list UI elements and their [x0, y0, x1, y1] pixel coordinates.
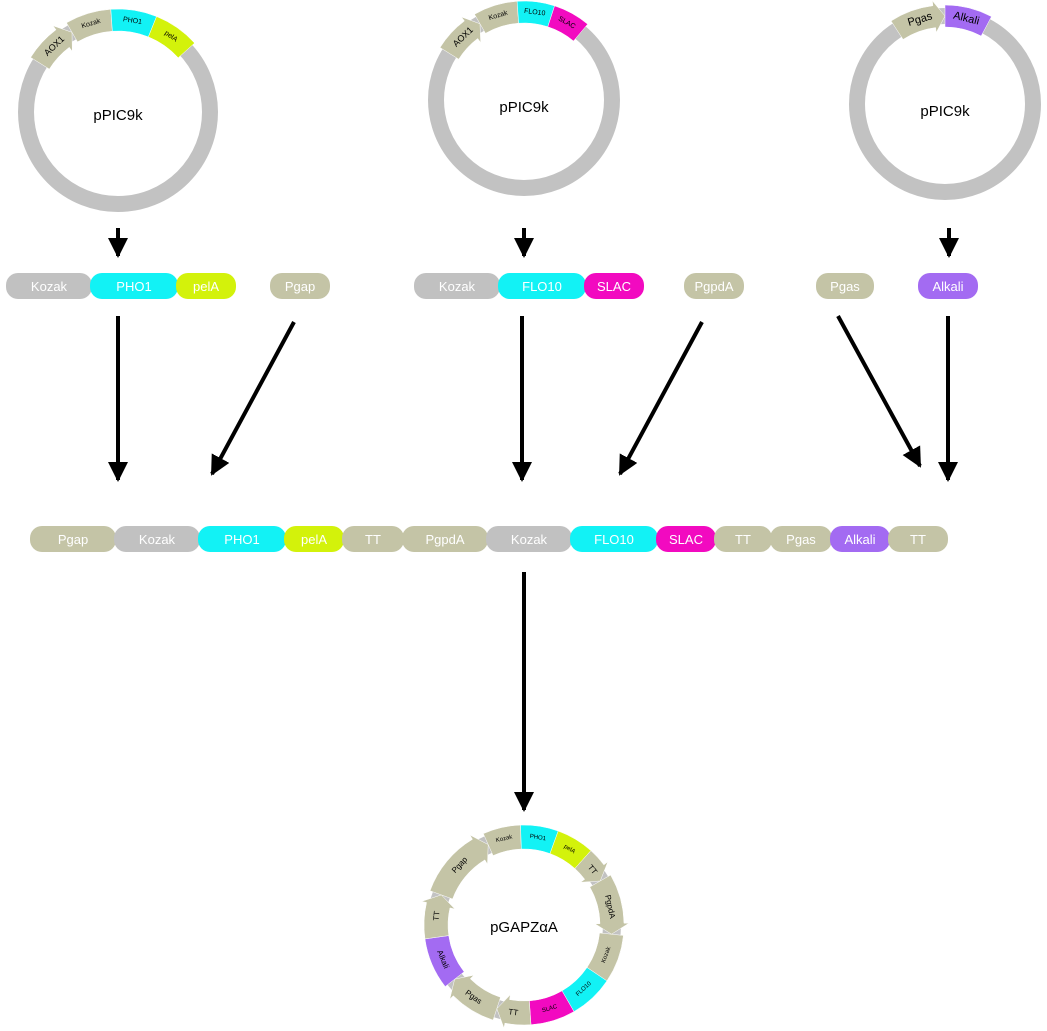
assembly-tt-block [342, 526, 404, 552]
assembly-row: Pgap Kozak PHO1 pelA TT PgpdA Kozak FLO10 SLAC TT… [30, 526, 948, 552]
fragment-6-alkali-block [918, 273, 978, 299]
final-plasmid-pela-label: pelA [563, 844, 576, 855]
fragment-4-pgpda-label: PgpdA [694, 279, 733, 294]
plasmid-1-pela-segment [148, 16, 195, 59]
assembly-kozak-block [486, 526, 572, 552]
plasmid-1-pho1-label: PHO1 [122, 16, 142, 26]
assembly-pgas-block [770, 526, 832, 552]
assembly-flo10-label: FLO10 [594, 532, 634, 547]
fragment-5-pgas-block [816, 273, 874, 299]
plasmid-3-alkali-segment [944, 4, 992, 37]
assembly-slac-label: SLAC [669, 532, 703, 547]
assembly-arrow-5 [836, 315, 922, 468]
plasmid-2-flo10-label: FLO10 [524, 8, 546, 18]
assembly-kozak-label: Kozak [139, 532, 176, 547]
assembly-arrow-2 [210, 321, 296, 476]
fragment-1-kozak-block [6, 273, 92, 299]
final-plasmid-pho1-label: PHO1 [529, 834, 547, 843]
fragment-5-pgas-label: Pgas [830, 279, 860, 294]
fragment-3-kozak-label: Kozak [439, 279, 476, 294]
plasmid-2-name: pPIC9k [499, 99, 549, 116]
final-plasmid-kozak-label: Kozak [495, 834, 514, 844]
assembly-tt-label: TT [365, 532, 381, 547]
assembly-arrow-4 [618, 321, 704, 476]
fragment-2: Pgap [270, 273, 330, 299]
fragment-3-flo10-label: FLO10 [522, 279, 562, 294]
assembly-pho1-label: PHO1 [224, 532, 259, 547]
final-plasmid-kozak-label: Kozak [601, 945, 613, 964]
final-plasmid-tt-segment [496, 993, 532, 1029]
fragment-1-pela-label: pelA [193, 279, 219, 294]
fragment-3: Kozak FLO10 SLAC [414, 273, 644, 299]
fragment-1-pela-block [176, 273, 236, 299]
fragment-3-kozak-block [414, 273, 500, 299]
fragment-1: Kozak PHO1 pelA [6, 273, 236, 299]
plasmid-3-name: pPIC9k [920, 103, 970, 120]
assembly-alkali-label: Alkali [844, 532, 875, 547]
fragment-5: Pgas [816, 273, 874, 299]
assembly-pho1-block [198, 526, 286, 552]
fragment-6-alkali-label: Alkali [932, 279, 963, 294]
assembly-pela-label: pelA [301, 532, 327, 547]
assembly-alkali-block [830, 526, 890, 552]
fragment-4-pgpda-block [684, 273, 744, 299]
plasmid-2-slac-segment [547, 5, 588, 42]
fragment-3-slac-label: SLAC [597, 279, 631, 294]
fragment-2-pgap-label: Pgap [285, 279, 315, 294]
final-plasmid-tt-label: TT [508, 1007, 519, 1017]
assembly-tt-block [714, 526, 772, 552]
fragment-1-kozak-label: Kozak [31, 279, 68, 294]
assembly-pgas-label: Pgas [786, 532, 816, 547]
assembly-tt-label: TT [735, 532, 751, 547]
final-plasmid-tt-label: TT [431, 910, 441, 921]
final-plasmid-tt-segment [574, 850, 609, 883]
fragment-1-pho1-block [90, 273, 178, 299]
assembly-tt-block [888, 526, 948, 552]
assembly-flo10-block [570, 526, 658, 552]
assembly-slac-block [656, 526, 716, 552]
fragment-3-flo10-block [498, 273, 586, 299]
final-plasmid-name: pGAPZαA [490, 919, 558, 936]
fragment-3-slac-block [584, 273, 644, 299]
fragment-2-pgap-block [270, 273, 330, 299]
fragment-row: Kozak PHO1 pelA Pgap Kozak FLO10 SLAC PgpdA Pgas… [6, 273, 978, 299]
fragment-4: PgpdA [684, 273, 744, 299]
assembly-pela-block [284, 526, 344, 552]
final-plasmid-slac-label: SLAC [541, 1004, 558, 1015]
assembly-pgap-label: Pgap [58, 532, 88, 547]
assembly-pgap-block [30, 526, 116, 552]
final-plasmid-pgap-segment [429, 834, 489, 900]
assembly-tt-label: TT [910, 532, 926, 547]
fragment-6: Alkali [918, 273, 978, 299]
assembly-pgpda-block [402, 526, 488, 552]
assembly-pgpda-label: PgpdA [425, 532, 464, 547]
assembly-kozak-block [114, 526, 200, 552]
assembly-kozak-label: Kozak [511, 532, 548, 547]
plasmid-1-name: pPIC9k [93, 107, 143, 124]
fragment-1-pho1-label: PHO1 [116, 279, 151, 294]
